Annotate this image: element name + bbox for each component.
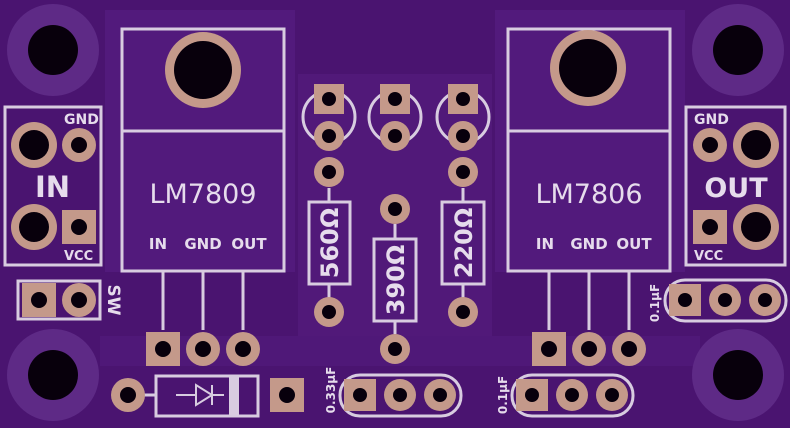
mounting-hole-top-left <box>7 4 99 96</box>
regulator-right-gnd-pad <box>572 332 606 366</box>
input-gnd-pin-pad <box>62 128 96 162</box>
input-vcc-pad <box>11 204 57 250</box>
led-1 <box>301 84 357 151</box>
capacitor-middle-pad-3 <box>596 379 628 411</box>
capacitor-output-pad-2 <box>709 284 741 316</box>
output-gnd-pin-pad <box>693 128 727 162</box>
capacitor-output-value: 0.1µF <box>648 284 662 322</box>
capacitor-output-pad-1 <box>669 284 701 316</box>
regulator-right-out-pad <box>612 332 646 366</box>
resistor-r1: 560Ω <box>307 157 352 327</box>
led-2-anode-pad <box>380 84 410 114</box>
regulator-right-tab-hole <box>550 30 626 106</box>
output-connector: GND OUT VCC <box>684 105 787 267</box>
resistor-r2-value: 390Ω <box>382 245 410 316</box>
led-2 <box>367 84 423 151</box>
regulator-right-part-label: LM7806 <box>535 179 642 210</box>
capacitor-middle-value: 0.1µF <box>496 376 510 414</box>
output-vcc-pad <box>733 204 779 250</box>
resistor-r1-pad-top <box>314 157 344 187</box>
regulator-left-in-label: IN <box>149 235 167 253</box>
diode <box>111 374 304 418</box>
resistor-r2-pad-top <box>380 194 410 224</box>
regulator-right-in-pad <box>532 332 566 366</box>
regulator-left-in-pad <box>146 332 180 366</box>
led-3 <box>435 84 491 151</box>
input-vcc-pin-pad <box>62 210 96 244</box>
output-gnd-pad <box>733 122 779 168</box>
output-vcc-label: VCC <box>694 249 723 264</box>
switch-header: SW <box>16 279 123 321</box>
switch-label: SW <box>103 285 123 316</box>
led-1-cathode-pad <box>314 121 344 151</box>
diode-symbol-icon <box>176 383 224 407</box>
led-3-anode-pad <box>448 84 478 114</box>
regulator-left-part-label: LM7809 <box>149 179 256 210</box>
output-connector-label: OUT <box>704 173 768 204</box>
capacitor-middle-pad-1 <box>516 379 548 411</box>
diode-anode-pad <box>111 378 145 412</box>
mounting-hole-top-right <box>692 4 784 96</box>
capacitor-input-pad-1 <box>344 379 376 411</box>
resistor-r3-pad-top <box>448 157 478 187</box>
regulator-left-gnd-pad <box>186 332 220 366</box>
regulator-right-in-label: IN <box>536 235 554 253</box>
diode-cathode-pad <box>270 378 304 412</box>
capacitor-output: 0.1µF <box>648 278 788 323</box>
led-3-cathode-pad <box>448 121 478 151</box>
regulator-lm7806: LM7806 IN GND OUT <box>506 27 672 366</box>
mounting-hole-bottom-right <box>692 329 784 421</box>
capacitor-input-pad-2 <box>384 379 416 411</box>
capacitor-input-value: 0.33µF <box>324 367 338 414</box>
regulator-lm7809: LM7809 IN GND OUT <box>120 27 286 366</box>
led-1-anode-pad <box>314 84 344 114</box>
resistor-r2: 390Ω <box>372 194 418 364</box>
resistor-r1-value: 560Ω <box>316 208 344 279</box>
resistor-r1-pad-bottom <box>314 297 344 327</box>
resistor-r3-pad-bottom <box>448 297 478 327</box>
regulator-left-gnd-label: GND <box>184 235 221 253</box>
output-gnd-label: GND <box>694 112 729 128</box>
capacitor-output-pad-3 <box>749 284 781 316</box>
regulator-left-out-label: OUT <box>231 235 267 253</box>
regulator-right-gnd-label: GND <box>570 235 607 253</box>
input-gnd-pad <box>11 122 57 168</box>
regulator-left-tab-hole <box>165 32 241 108</box>
mounting-hole-bottom-left <box>7 329 99 421</box>
capacitor-input-pad-3 <box>424 379 456 411</box>
resistor-r3-value: 220Ω <box>450 208 478 279</box>
regulator-right-out-label: OUT <box>616 235 652 253</box>
switch-pin-1-pad <box>22 283 56 317</box>
input-connector-label: IN <box>35 170 70 204</box>
resistor-r2-pad-bottom <box>380 334 410 364</box>
capacitor-input: 0.33µF <box>324 367 463 418</box>
resistor-r3: 220Ω <box>440 157 486 327</box>
switch-pin-2-pad <box>62 283 96 317</box>
regulator-left-out-pad <box>226 332 260 366</box>
input-vcc-label: VCC <box>64 249 93 264</box>
led-2-cathode-pad <box>380 121 410 151</box>
output-vcc-pin-pad <box>693 210 727 244</box>
capacitor-middle-pad-2 <box>556 379 588 411</box>
input-connector: GND IN VCC <box>3 105 103 267</box>
input-gnd-label: GND <box>64 112 99 128</box>
capacitor-middle: 0.1µF <box>496 373 635 418</box>
